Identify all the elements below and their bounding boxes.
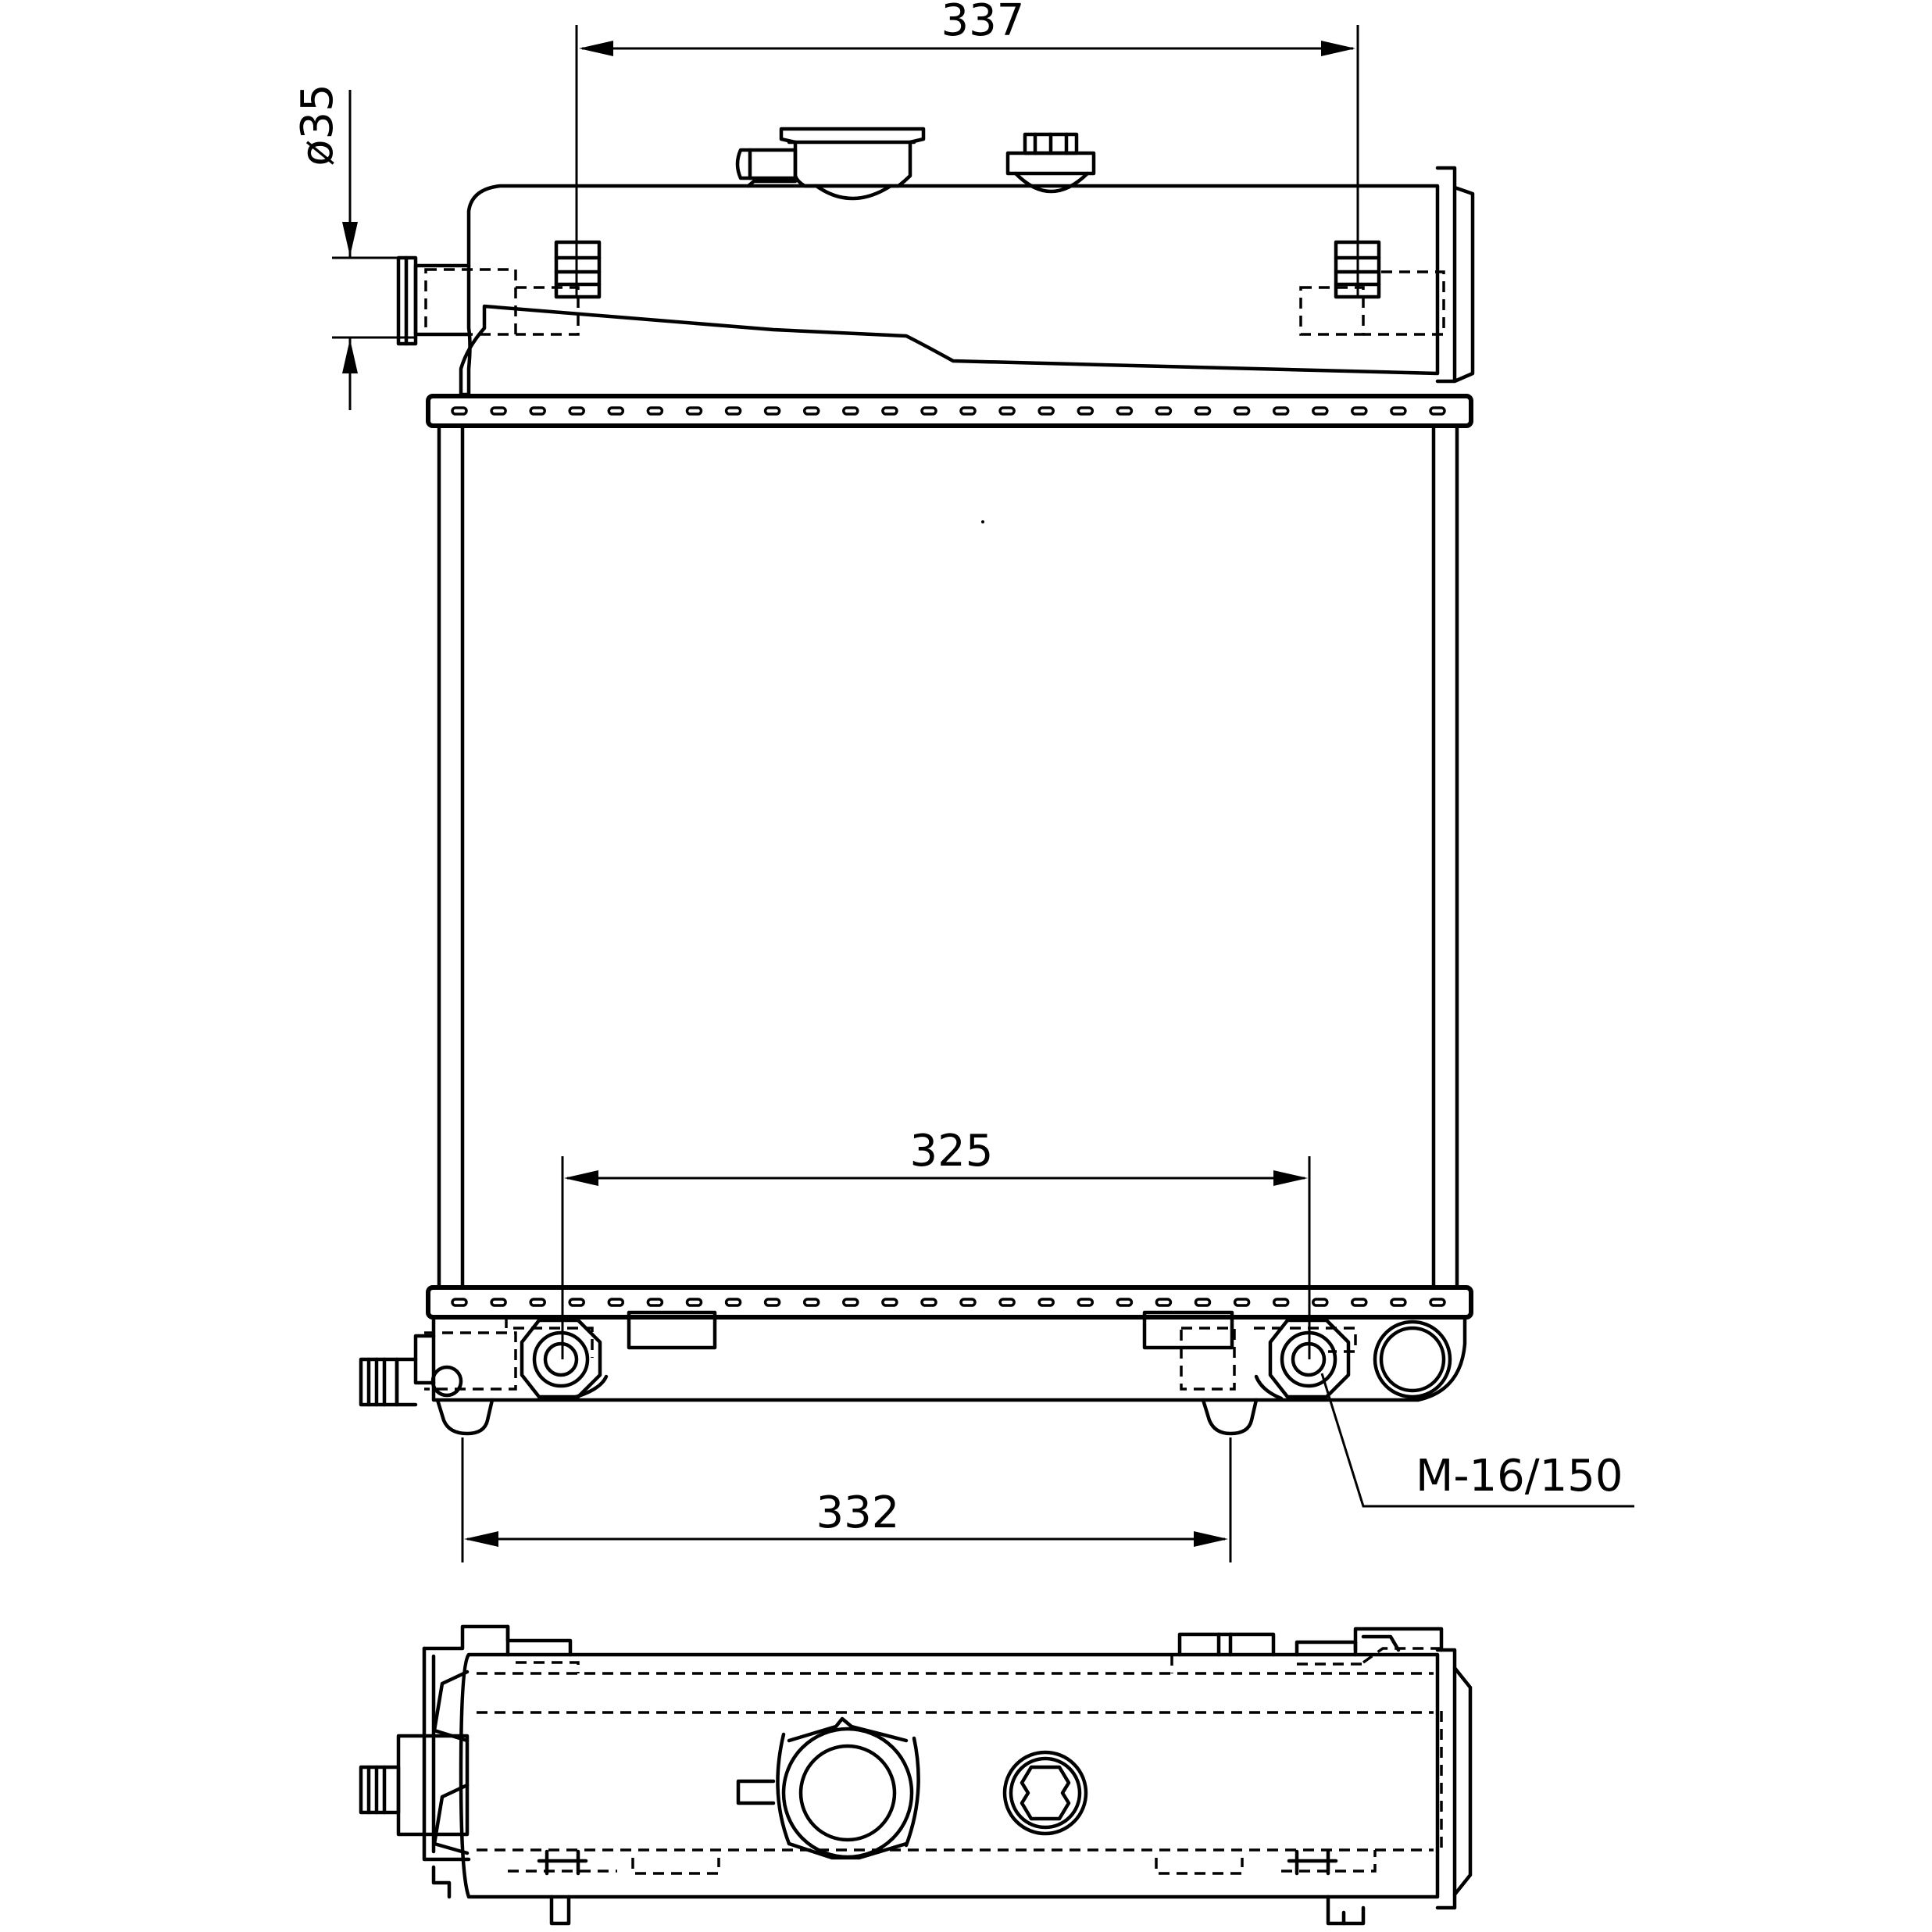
lower-bolt-left [520,1318,602,1399]
dimension-332: 332 [461,1437,1232,1562]
header-slot [1429,406,1446,416]
dimension-337-label: 337 [941,0,1025,46]
header-slot [802,1298,820,1307]
header-slot [1390,406,1407,416]
mounting-foot-right [1201,1398,1259,1436]
header-slot [1077,1298,1095,1307]
header-slot [1233,1298,1251,1307]
radiator-core [437,423,1459,1290]
header-slot [1312,406,1329,416]
header-slot [802,406,820,416]
radiator-front-view [359,127,1475,1436]
drain-plug [359,1334,463,1407]
top-view-left-bracket [359,1624,573,1899]
upper-tank-side-cap [1435,166,1475,384]
header-slot [490,1298,507,1307]
upper-tank [459,184,1440,397]
header-slot [607,1298,625,1307]
header-slot [881,1298,898,1307]
header-slot [646,406,664,416]
header-slot [451,406,468,416]
header-slot [1233,406,1251,416]
mounting-foot-left [435,1398,495,1436]
header-slot [724,1298,742,1307]
lower-tank-hidden-lines [424,1317,1357,1391]
dimension-diameter-35: ø35 [292,84,414,410]
header-slot [842,1298,859,1307]
dimension-332-label: 332 [816,1487,900,1538]
header-slot [1194,1298,1212,1307]
header-slot [568,406,585,416]
header-slot [998,1298,1016,1307]
top-view-lower-clips [537,1849,1366,1926]
header-slot [1390,1298,1407,1307]
header-slot [1037,1298,1055,1307]
header-slot [1272,1298,1290,1307]
header-slot [451,1298,468,1307]
header-slot [568,1298,585,1307]
top-view-filler-neck [736,1716,920,1860]
header-slot [1155,1298,1173,1307]
top-view-hidden-lines [508,1647,1443,1875]
header-slot [646,1298,664,1307]
header-slot [685,1298,703,1307]
lower-tank [431,1315,1467,1402]
header-slot [1116,1298,1134,1307]
bleed-screw [1005,132,1096,194]
header-slot [920,1298,937,1307]
header-slot [1194,406,1212,416]
header-slot [1272,406,1290,416]
drain-plug-callout: M-16/150 [1320,1373,1634,1508]
header-slot [1429,1298,1446,1307]
radiator-top-view [359,1624,1473,1926]
top-view-right-bracket [1177,1627,1444,1657]
header-slot [1116,406,1134,416]
header-slot [1351,406,1368,416]
top-view-bleed-screw [1002,1750,1088,1836]
header-slot [529,406,546,416]
drain-plug-callout-label: M-16/150 [1416,1451,1623,1502]
header-slot [529,1298,546,1307]
header-slot [685,406,703,416]
header-slot [490,406,507,416]
header-slot [607,406,625,416]
header-slot [724,406,742,416]
header-slot [842,406,859,416]
header-slot [1077,406,1095,416]
dimension-325: 325 [561,1126,1311,1359]
upper-tank-hidden-lines [424,268,1445,336]
dimension-325-label: 325 [910,1126,994,1177]
lower-header-plate [426,1285,1473,1320]
header-slot [959,1298,977,1307]
lower-tank-details [568,1310,1452,1401]
header-slot [1312,1298,1329,1307]
upper-header-plate [426,394,1473,428]
dimension-diameter-35-label: ø35 [292,84,343,166]
header-slot [1037,406,1055,416]
dimension-337: 337 [575,0,1359,297]
header-slot [920,406,937,416]
header-slot [998,406,1016,416]
header-slot [1155,406,1173,416]
header-slot [763,406,781,416]
header-slot [1351,1298,1368,1307]
pressure-cap [735,127,926,201]
header-slot [959,406,977,416]
header-slot [763,1298,781,1307]
header-slot [881,406,898,416]
